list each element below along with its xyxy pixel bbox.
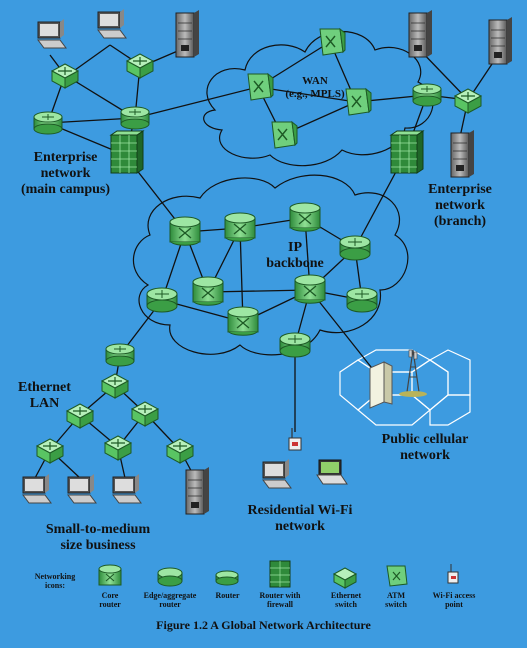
router-firewall-icon (389, 130, 425, 174)
ethernet-switch-icon (125, 53, 155, 79)
wan-subtitle: (e.g., MPLS) (285, 88, 345, 100)
server-icon (175, 10, 199, 58)
legend-title: Networking icons: (34, 572, 76, 591)
router-icon (105, 343, 135, 367)
router-icon (412, 83, 442, 107)
router-icon (120, 106, 150, 130)
devices (22, 9, 512, 589)
legend-atm-switch-icon (386, 565, 408, 587)
ip-backbone-cloud (132, 174, 409, 356)
figure-caption: Figure 1.2 A Global Network Architecture (156, 618, 371, 632)
legend-edge-router-icon (157, 567, 183, 587)
wifi-ap-icon (288, 428, 302, 451)
public-cellular-label: Public cellular network (381, 432, 469, 464)
server-icon (450, 130, 474, 178)
pc-icon (112, 474, 142, 504)
wan-title: WAN (302, 75, 328, 87)
core-router-icon (169, 216, 201, 246)
core-router-icon (227, 306, 259, 336)
legend-item-wifi-ap: Wi-Fi access point (432, 591, 476, 610)
atm-switch-icon (271, 120, 298, 149)
legend-wifi-ap-icon (447, 564, 459, 584)
atm-switch-icon (247, 72, 274, 101)
pc-icon (97, 9, 127, 39)
core-router-icon (294, 274, 326, 304)
server-icon (408, 10, 432, 58)
edge-router-icon (346, 287, 378, 313)
small-business-label: Small-to-medium size business (45, 522, 151, 554)
legend-item-router-firewall: Router with firewall (259, 591, 301, 610)
ethernet-switch-icon (103, 435, 133, 461)
cellular-hex-grid (339, 349, 471, 426)
legend-item-ethernet-switch: Ethernet switch (330, 591, 362, 610)
pc-icon (262, 459, 292, 489)
legend-core-router-icon (98, 564, 122, 586)
laptop-icon (316, 459, 348, 485)
atm-switch-icon (345, 87, 372, 116)
server-icon (488, 17, 512, 65)
pc-icon (67, 474, 97, 504)
ethernet-switch-icon (100, 373, 130, 399)
edge-router-icon (146, 287, 178, 313)
router-icon (33, 111, 63, 135)
residential-wifi-label: Residential Wi-Fi network (247, 503, 353, 535)
cell-tower-icon (399, 349, 427, 397)
ethernet-lan-label: Ethernet LAN (18, 380, 71, 412)
legend-item-edge-router: Edge/aggregate router (143, 591, 197, 610)
router-firewall-icon (109, 130, 145, 174)
pc-icon (37, 19, 67, 49)
server-icon (185, 467, 209, 515)
legend-item-router: Router (215, 591, 240, 600)
core-router-icon (224, 212, 256, 242)
legend-router-icon (215, 570, 239, 586)
core-router-icon (192, 276, 224, 306)
building-icon (369, 361, 393, 409)
pc-icon (22, 474, 52, 504)
legend-router-firewall-icon (269, 560, 291, 588)
edge-router-icon (339, 235, 371, 261)
legend-item-core-router: Core router (99, 591, 121, 610)
ethernet-switch-icon (453, 88, 483, 114)
ip-backbone-label: IP backbone (266, 240, 324, 272)
ethernet-switch-icon (50, 63, 80, 89)
ethernet-switch-icon (130, 401, 160, 427)
core-router-icon (289, 202, 321, 232)
legend-item-atm-switch: ATM switch (385, 591, 407, 610)
ethernet-switch-icon (65, 403, 95, 429)
ethernet-switch-icon (35, 438, 65, 464)
enterprise-branch-label: Enterprise network (branch) (428, 182, 492, 230)
atm-switch-icon (319, 27, 346, 56)
ethernet-switch-icon (165, 438, 195, 464)
edge-router-icon (279, 332, 311, 358)
enterprise-main-label: Enterprise network (main campus) (20, 150, 111, 198)
legend-ethernet-switch-icon (332, 567, 358, 589)
